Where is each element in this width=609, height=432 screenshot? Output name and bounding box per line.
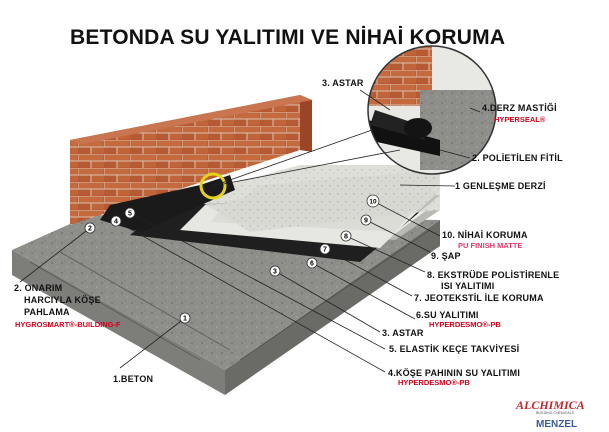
marker-5: 5 (124, 207, 136, 219)
label-nihai-koruma: 10. NİHAİ KORUMA (442, 230, 528, 240)
label-pu-finish: PU FINISH MATTE (458, 241, 523, 250)
label-jeotekstil: 7. JEOTEKSTİL İLE KORUMA (414, 293, 544, 303)
label-onarim-1: 2. ONARIM (14, 283, 63, 293)
markers: 1 2 3 4 5 6 7 8 9 10 (84, 194, 380, 324)
label-hyperseal: HYPERSEAL® (494, 115, 546, 124)
svg-text:8: 8 (344, 234, 348, 241)
rebar-lines (29, 229, 431, 361)
page-title: BETONDA SU YALITIMI VE NİHAİ KORUMA (70, 26, 506, 49)
label-beton: 1.BETON (113, 374, 154, 384)
label-hygrosmart: HYGROSMART®-BUILDING-F (15, 320, 121, 329)
brick-wall-top (70, 95, 312, 144)
finish-surface (190, 165, 440, 232)
label-hyperdesmo-1: HYPERDESMO®-PB (429, 320, 501, 329)
svg-text:3: 3 (273, 269, 277, 276)
svg-text:4: 4 (114, 219, 118, 226)
marker-6: 6 (306, 257, 318, 269)
svg-text:2: 2 (88, 226, 92, 233)
svg-text:9: 9 (364, 218, 368, 225)
svg-text:7: 7 (323, 247, 327, 254)
marker-1: 1 (179, 312, 191, 324)
detail-inset-border (367, 45, 497, 175)
label-su-yalitimi: 6.SU YALITIMI (416, 310, 479, 320)
marker-7: 7 (319, 243, 331, 255)
marker-3: 3 (269, 265, 281, 277)
marker-4: 4 (110, 215, 122, 227)
label-onarim-2: HARCIYLA KÖŞE (24, 295, 101, 305)
label-genlesme: 1 GENLEŞME DERZİ (455, 181, 546, 191)
label-astar-top: 3. ASTAR (322, 78, 364, 88)
label-derz-mastigi: 4.DERZ MASTİĞİ (482, 103, 557, 113)
label-ekstrude-2: ISI YALITIMI (441, 281, 495, 291)
marker-9: 9 (360, 214, 372, 226)
marker-8: 8 (340, 230, 352, 242)
brick-wall-front (70, 95, 300, 225)
label-sap: 9. ŞAP (431, 251, 461, 261)
label-onarim-3: PAHLAMA (24, 307, 70, 317)
slab-side-face (225, 220, 440, 395)
marker-2: 2 (84, 222, 96, 234)
label-polietilen: 2. POLİETİLEN FİTİL (472, 153, 563, 163)
svg-text:10: 10 (369, 199, 377, 206)
svg-text:BUILDING CHEMICALS: BUILDING CHEMICALS (536, 411, 575, 415)
marker-10: 10 (366, 194, 380, 208)
svg-text:1: 1 (183, 316, 187, 323)
svg-text:MENZEL: MENZEL (536, 419, 577, 430)
detail-inset (368, 46, 496, 174)
detail-highlight-circle (199, 172, 227, 200)
leader-lines (19, 89, 481, 373)
svg-text:ALCHIMICA: ALCHIMICA (515, 398, 585, 412)
svg-text:5: 5 (128, 211, 132, 218)
slab-front-face (12, 250, 225, 395)
label-kose-pahi: 4.KÖŞE PAHININ SU YALITIMI (388, 368, 521, 378)
alchimica-menzel-logo: ALCHIMICA BUILDING CHEMICALS MENZEL (515, 398, 585, 430)
label-elastik: 5. ELASTİK KEÇE TAKVİYESİ (389, 344, 520, 354)
svg-text:6: 6 (310, 261, 314, 268)
label-astar-bottom: 3. ASTAR (382, 328, 424, 338)
label-ekstrude-1: 8. EKSTRÜDE POLİSTİRENLE (427, 270, 560, 280)
label-hyperdesmo-2: HYPERDESMO®-PB (398, 378, 470, 387)
brick-wall-side (300, 95, 312, 152)
